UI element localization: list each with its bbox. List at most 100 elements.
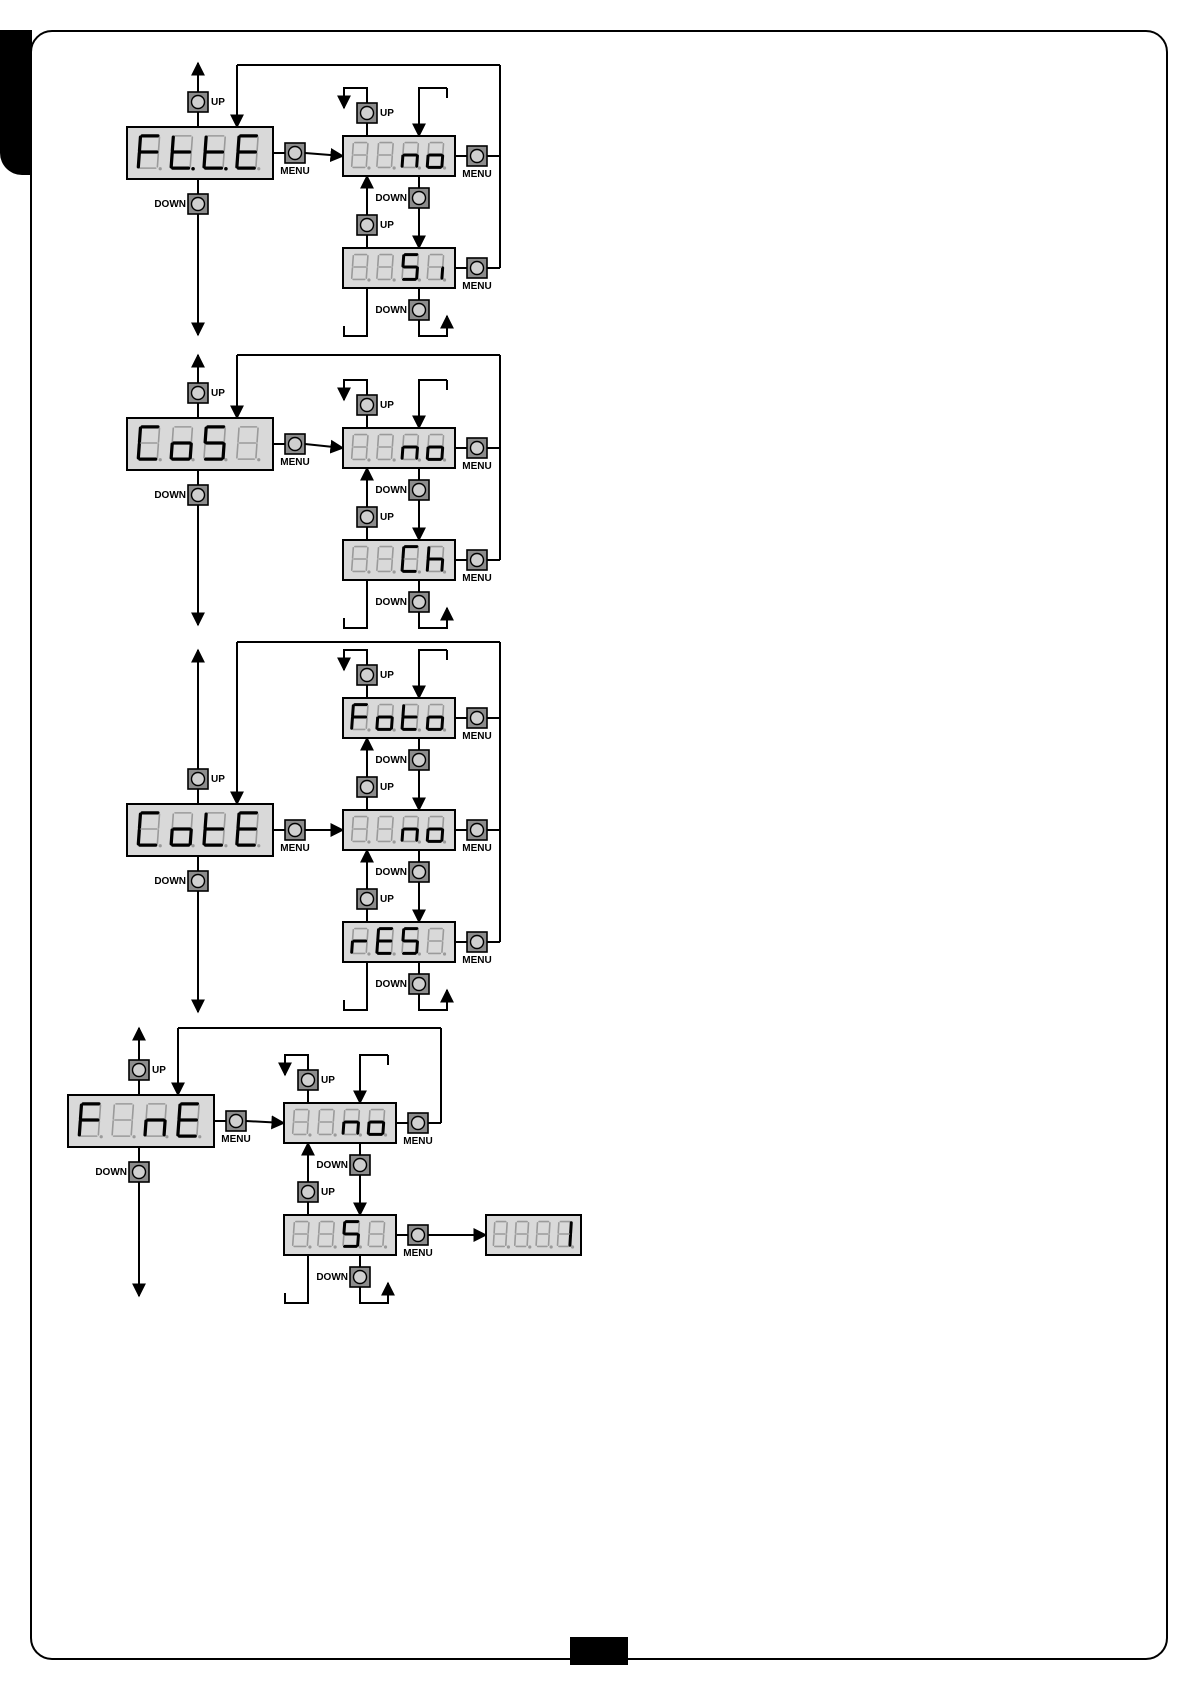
segment-b xyxy=(392,144,393,154)
decimal-point xyxy=(334,1133,337,1136)
down-button: DOWN xyxy=(375,480,429,500)
segment-b xyxy=(159,428,160,442)
segment-e xyxy=(204,444,205,458)
decimal-point xyxy=(257,844,260,847)
up-button: UP xyxy=(129,1060,166,1080)
segment-b xyxy=(257,428,258,442)
segment-f xyxy=(146,1105,147,1119)
segment-c xyxy=(392,268,393,278)
button-circle xyxy=(361,107,374,120)
menu-button: MENU xyxy=(462,146,491,180)
option-display xyxy=(343,136,455,176)
down-button: DOWN xyxy=(154,194,208,214)
decimal-point xyxy=(257,458,260,461)
decimal-point xyxy=(334,1245,337,1248)
up-label: UP xyxy=(211,388,225,399)
segment-f xyxy=(353,548,354,558)
segment-e xyxy=(352,560,353,570)
segment-c xyxy=(223,830,224,844)
segment-b xyxy=(159,814,160,828)
segment-f xyxy=(172,428,173,442)
segment-f xyxy=(403,548,404,558)
segment-c xyxy=(549,1235,550,1245)
segment-b xyxy=(392,706,393,716)
segment-c xyxy=(256,444,257,458)
button-circle xyxy=(413,596,426,609)
decimal-point xyxy=(308,1245,311,1248)
segment-b xyxy=(443,818,444,828)
segment-f xyxy=(179,1105,180,1119)
segment-c xyxy=(392,560,393,570)
segment-e xyxy=(402,268,403,278)
button-circle xyxy=(471,824,484,837)
segment-c xyxy=(442,448,443,458)
menu-label: MENU xyxy=(403,1136,432,1147)
decimal-point xyxy=(443,458,446,461)
segment-b xyxy=(367,818,368,828)
button-circle xyxy=(413,484,426,497)
decimal-point xyxy=(384,1133,387,1136)
segment-c xyxy=(392,942,393,952)
up-button: UP xyxy=(357,665,394,685)
button-circle xyxy=(192,198,205,211)
segment-c xyxy=(417,448,418,458)
segment-f xyxy=(378,144,379,154)
decimal-point xyxy=(550,1245,553,1248)
segment-f xyxy=(403,144,404,154)
segment-c xyxy=(527,1235,528,1245)
segment-b xyxy=(367,144,368,154)
segment-f xyxy=(294,1223,295,1233)
decimal-point xyxy=(418,840,421,843)
option-display xyxy=(343,248,455,288)
decimal-point xyxy=(100,1135,103,1138)
segment-e xyxy=(138,153,139,167)
segment-b xyxy=(528,1223,529,1233)
button-circle xyxy=(192,489,205,502)
decimal-point xyxy=(443,278,446,281)
segment-e xyxy=(171,444,172,458)
button-circle xyxy=(413,304,426,317)
decimal-point xyxy=(418,570,421,573)
segment-f xyxy=(113,1105,114,1119)
segment-e xyxy=(377,718,378,728)
button-circle xyxy=(361,399,374,412)
down-button: DOWN xyxy=(95,1162,149,1182)
decimal-point xyxy=(418,728,421,731)
segment-b xyxy=(198,1105,199,1119)
decimal-point xyxy=(359,1133,362,1136)
segment-e xyxy=(237,153,238,167)
menu-button: MENU xyxy=(403,1225,432,1259)
segment-c xyxy=(392,718,393,728)
segment-b xyxy=(443,256,444,266)
segment-f xyxy=(428,818,429,828)
main-display xyxy=(127,127,273,179)
button-circle xyxy=(361,511,374,524)
segment-b xyxy=(443,436,444,446)
segment-b xyxy=(443,706,444,716)
segment-e xyxy=(171,830,172,844)
segment-e xyxy=(427,942,428,952)
up-button: UP xyxy=(357,507,394,527)
segment-b xyxy=(418,548,419,558)
menu-label: MENU xyxy=(462,281,491,292)
segment-b xyxy=(165,1105,166,1119)
decimal-point xyxy=(159,844,162,847)
segment-c xyxy=(442,560,443,570)
menu-label: MENU xyxy=(462,169,491,180)
decimal-point xyxy=(418,952,421,955)
decimal-point xyxy=(367,570,370,573)
segment-f xyxy=(428,548,429,558)
segment-e xyxy=(402,830,403,840)
segment-e xyxy=(402,156,403,166)
menu-button: MENU xyxy=(403,1113,432,1147)
segment-e xyxy=(343,1123,344,1133)
wrap-in-line xyxy=(419,650,447,698)
segment-e xyxy=(377,268,378,278)
menu-button: MENU xyxy=(462,932,491,966)
segment-c xyxy=(570,1235,571,1245)
decimal-point xyxy=(528,1245,531,1248)
up-label: UP xyxy=(380,220,394,231)
segment-c xyxy=(442,830,443,840)
segment-c xyxy=(307,1235,308,1245)
main-display xyxy=(127,804,273,856)
